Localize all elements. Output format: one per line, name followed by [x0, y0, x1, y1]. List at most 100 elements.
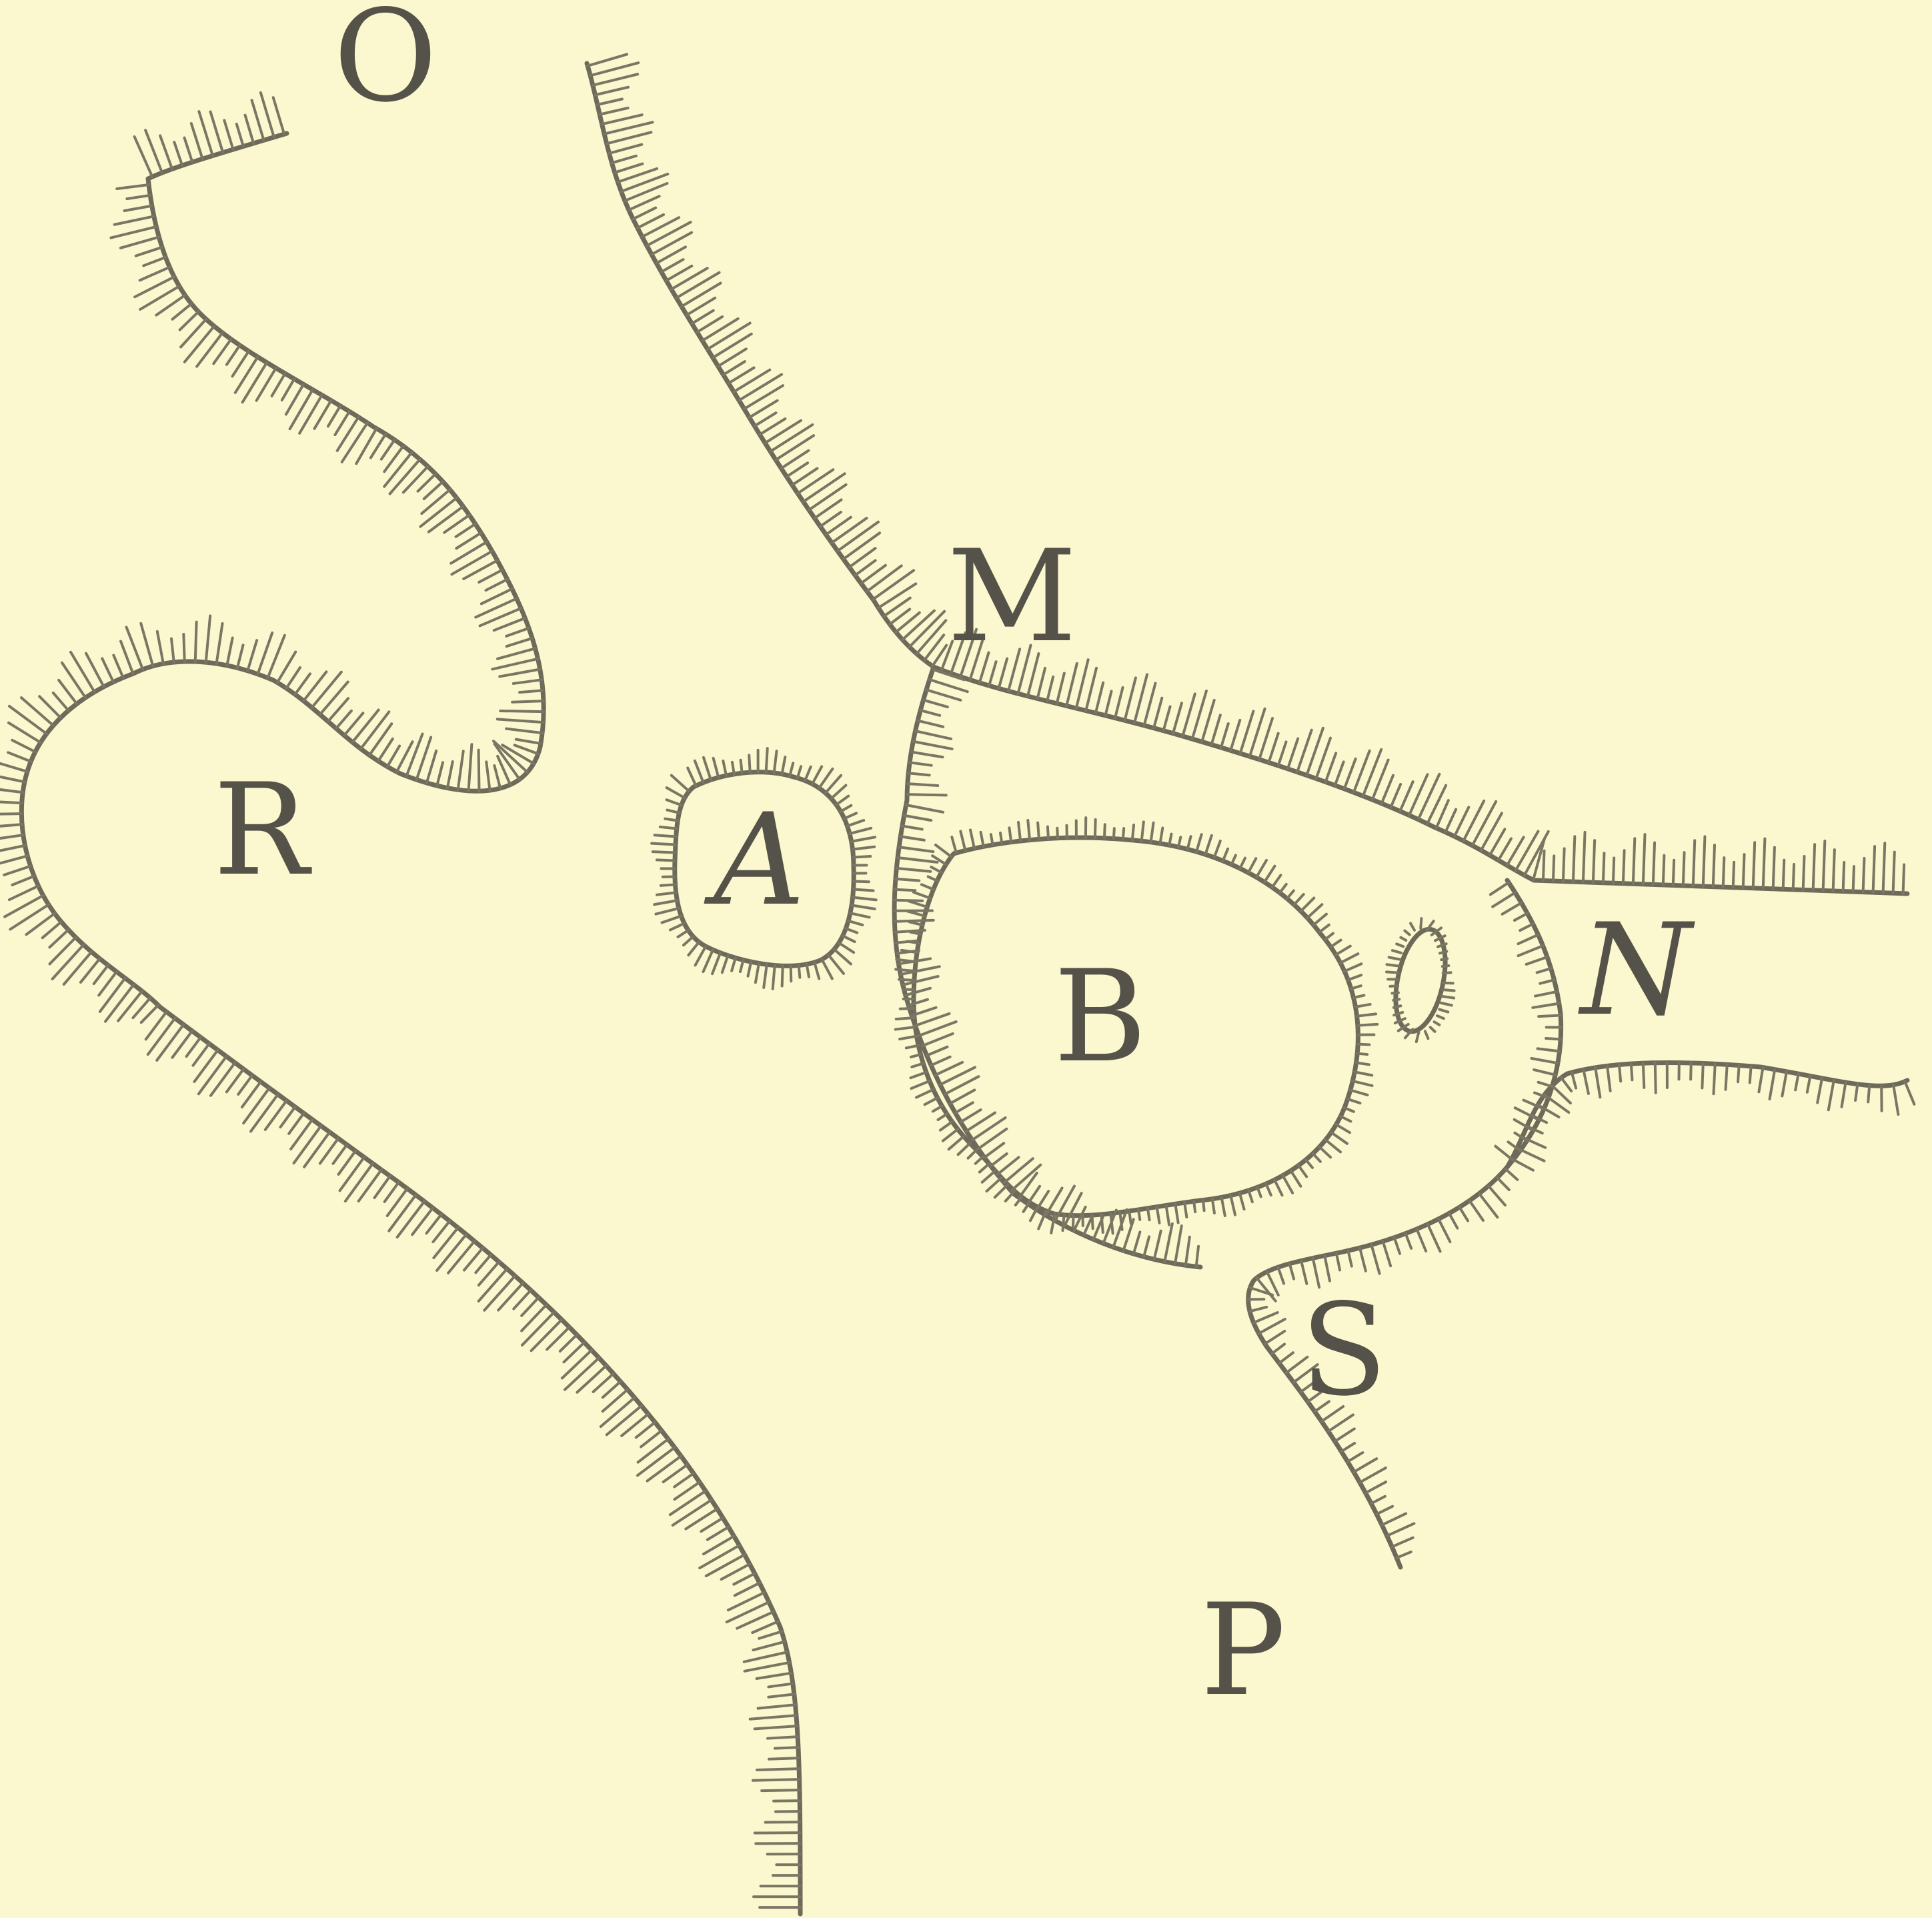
hatch-stroke — [908, 784, 938, 786]
hatch-stroke — [1619, 1064, 1621, 1081]
hatch-stroke — [1009, 828, 1011, 842]
hatch-stroke — [1843, 862, 1845, 892]
label-o: O — [333, 0, 437, 130]
hatch-stroke — [1356, 1062, 1369, 1064]
hatch-stroke — [799, 965, 800, 977]
hatch-stroke — [895, 890, 915, 891]
hatch-stroke — [1129, 1211, 1131, 1224]
hatch-stroke — [766, 748, 768, 772]
hatch-stroke — [907, 794, 946, 795]
hatch-stroke — [894, 920, 933, 922]
hatch-stroke — [769, 1758, 799, 1759]
label-p: P — [1200, 1577, 1286, 1724]
hatch-stroke — [1723, 858, 1725, 887]
hatch-stroke — [1693, 840, 1695, 886]
hatch-stroke — [655, 835, 676, 836]
hatch-stroke — [1823, 841, 1825, 891]
hatch-stroke — [1643, 834, 1645, 884]
hatch-stroke — [652, 844, 676, 845]
hatch-stroke — [1803, 856, 1805, 890]
label-b: B — [1054, 943, 1147, 1090]
hatch-stroke — [1393, 999, 1399, 1000]
hatch-stroke — [1563, 848, 1565, 881]
hatch-stroke — [1833, 850, 1835, 891]
hatch-stroke — [1440, 952, 1446, 954]
hatch-stroke — [1092, 1215, 1093, 1228]
hatch-stroke — [749, 755, 750, 772]
hatch-stroke — [732, 762, 734, 774]
hatch-stroke — [1613, 858, 1614, 884]
hatch-stroke — [1643, 1063, 1645, 1088]
hatch-stroke — [1683, 852, 1685, 886]
hatch-stroke — [1873, 846, 1875, 892]
hatch-stroke — [1057, 828, 1058, 838]
hatch-stroke — [896, 879, 919, 881]
hatch-stroke — [762, 1790, 800, 1791]
hatch-stroke — [1441, 959, 1447, 960]
label-s: S — [1300, 1276, 1387, 1424]
hatch-stroke — [1000, 833, 1002, 844]
hatch-stroke — [1358, 1024, 1377, 1026]
hatch-stroke — [1743, 854, 1745, 888]
hatch-stroke — [1893, 852, 1895, 894]
hatch-stroke — [1394, 1006, 1400, 1007]
hatch-stroke — [1603, 853, 1605, 883]
hatch-stroke — [1101, 1214, 1102, 1232]
hatch-stroke — [1713, 845, 1715, 886]
hatch-stroke — [1593, 840, 1595, 882]
hatch-stroke — [1132, 825, 1134, 840]
label-n: N — [1578, 896, 1695, 1044]
hatch-stroke — [1038, 823, 1039, 840]
hatch-stroke — [1726, 1064, 1727, 1089]
hatch-stroke — [1553, 856, 1554, 881]
hatch-stroke — [1750, 1066, 1751, 1083]
hatch-stroke — [1655, 1063, 1656, 1093]
hatch-stroke — [183, 634, 184, 662]
hatch-stroke — [1633, 838, 1635, 884]
hatch-stroke — [500, 711, 544, 712]
hatch-stroke — [1543, 851, 1545, 881]
hatch-stroke — [1539, 1015, 1561, 1016]
hatch-stroke — [1903, 864, 1905, 893]
hatch-stroke — [1420, 918, 1421, 928]
hatch-stroke — [1703, 836, 1705, 886]
hatch-stroke — [1358, 1044, 1369, 1045]
hatch-stroke — [854, 856, 871, 857]
hatch-stroke — [1203, 1200, 1204, 1211]
label-m: M — [947, 523, 1077, 670]
hatch-stroke — [1863, 858, 1865, 892]
hatch-stroke — [1753, 842, 1755, 888]
hatch-stroke — [903, 989, 914, 990]
hatch-stroke — [660, 827, 677, 829]
hatch-stroke — [1763, 839, 1765, 889]
hatch-stroke — [1063, 1215, 1064, 1230]
hatch-stroke — [1883, 843, 1885, 892]
label-r: R — [213, 756, 312, 904]
hatch-stroke — [0, 802, 22, 804]
hatch-stroke — [1813, 844, 1815, 890]
hatch-stroke — [1028, 820, 1030, 840]
hatch-stroke — [1673, 860, 1674, 886]
hatch-stroke — [1733, 862, 1734, 888]
hatch-stroke — [1392, 992, 1398, 993]
hatch-stroke — [1702, 1064, 1703, 1088]
hatch-stroke — [1442, 996, 1454, 998]
hatch-stroke — [1653, 843, 1655, 885]
hatch-stroke — [1387, 964, 1399, 966]
hatch-stroke — [1104, 824, 1105, 838]
hatch-stroke — [753, 1779, 800, 1781]
hatch-stroke — [1123, 828, 1124, 839]
hatch-stroke — [782, 966, 783, 986]
hatch-stroke — [741, 760, 742, 773]
hatch-stroke — [1793, 864, 1794, 890]
hatch-stroke — [757, 1769, 799, 1770]
hatch-stroke — [1853, 866, 1854, 892]
hatch-stroke — [1783, 860, 1785, 890]
hatch-stroke — [791, 966, 792, 981]
hatch-stroke — [896, 1018, 914, 1019]
hatch-stroke — [1631, 1064, 1633, 1080]
hatch-stroke — [1095, 820, 1096, 838]
hatch-stroke — [1868, 1086, 1869, 1102]
